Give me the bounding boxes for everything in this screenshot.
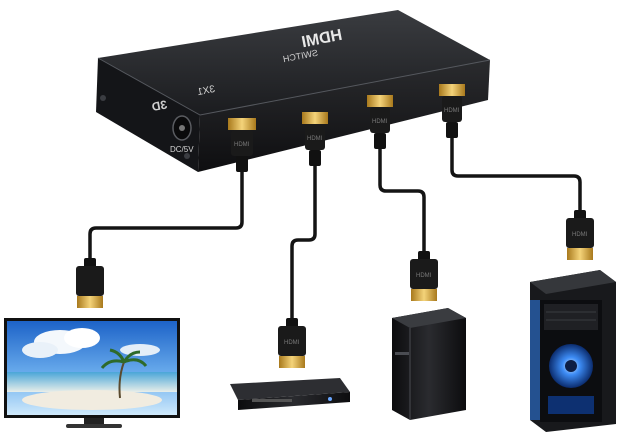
hdmi-plug-port-4: HDMI bbox=[439, 84, 465, 138]
plug-label: HDMI bbox=[234, 142, 250, 148]
dc-power-label: DC/5V bbox=[170, 145, 194, 154]
ports-label: 3X1 bbox=[196, 84, 216, 98]
cable-to-console bbox=[378, 146, 426, 257]
switch-label-group: HDMI SWITCH 3X1 3D bbox=[150, 27, 343, 114]
plug-label: HDMI bbox=[307, 136, 323, 142]
game-console-device bbox=[392, 308, 466, 420]
plug-label: HDMI bbox=[416, 273, 432, 279]
hdmi-plug-port-1: HDMI bbox=[228, 118, 256, 172]
hdmi-plug-port-2: HDMI bbox=[302, 112, 328, 166]
tv-device bbox=[4, 318, 180, 428]
cable-to-pc bbox=[450, 136, 582, 216]
hdmi-plug-port-3: HDMI bbox=[367, 95, 393, 149]
plug-label: HDMI bbox=[572, 232, 588, 238]
hdmi-switch-box bbox=[96, 10, 491, 172]
cable-to-dvd bbox=[290, 163, 317, 324]
plug-label: HDMI bbox=[444, 108, 460, 114]
hdmi-plug-tv bbox=[76, 258, 104, 308]
plug-label: HDMI bbox=[372, 119, 388, 125]
plug-label: HDMI bbox=[284, 340, 300, 346]
cables bbox=[88, 136, 582, 324]
dc-power-jack bbox=[172, 115, 192, 141]
dvd-player-device bbox=[230, 378, 350, 410]
mode-label: 3D bbox=[150, 97, 168, 114]
hdmi-plug-console: HDMI bbox=[410, 251, 438, 301]
cable-to-tv bbox=[88, 168, 244, 264]
hdmi-plug-pc: HDMI bbox=[566, 210, 594, 260]
pc-tower-device bbox=[530, 270, 616, 432]
hdmi-plug-dvd: HDMI bbox=[278, 318, 306, 368]
